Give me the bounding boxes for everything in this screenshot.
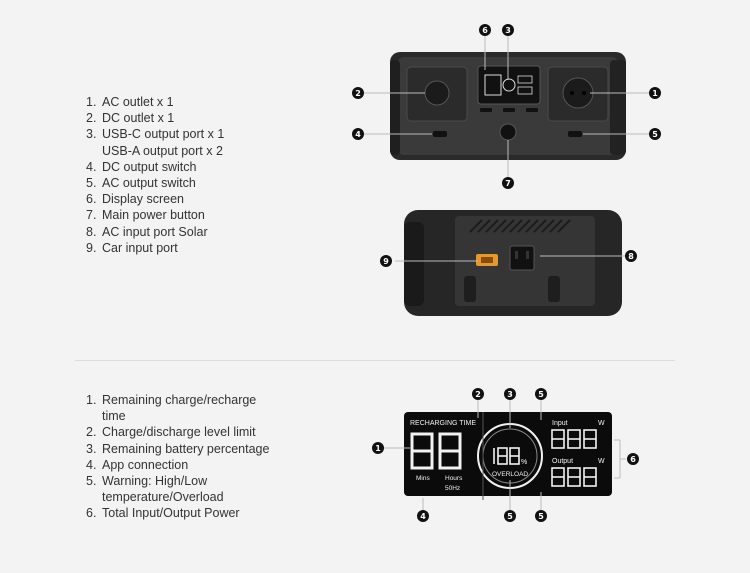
list-item: 9. Car input port [86, 240, 224, 256]
list-item-number: 5. [86, 176, 97, 191]
display-legend-list: 1. Remaining charge/recharge time 2. Charge/… [86, 392, 269, 522]
list-item-number: 8. [86, 224, 97, 239]
list-item-number: 4. [86, 159, 97, 174]
screen-input-w: W [598, 420, 605, 427]
screen-badge-5-bottom: 5 [504, 510, 516, 522]
list-item-text: AC input port Solar [102, 224, 208, 239]
list-item-number: 9. [86, 240, 97, 255]
list-item-text: Main power button [102, 208, 205, 223]
badge-4: 4 [352, 128, 364, 140]
list-item: time [86, 408, 269, 424]
screen-hz: 50Hz [445, 485, 460, 492]
list-item-text: Car input port [102, 240, 178, 255]
badge-7: 7 [502, 177, 514, 189]
list-item: USB-A output port x 2 [86, 143, 224, 159]
list-item-text: DC output switch [102, 159, 197, 174]
screen-overload: OVERLOAD [492, 471, 528, 478]
screen-output-w: W [598, 458, 605, 465]
list-item-text: AC outlet x 1 [102, 95, 174, 109]
list-item-text: DC outlet x 1 [102, 111, 175, 126]
list-item: 1. AC outlet x 1 [86, 94, 224, 110]
list-item-text: Remaining charge/recharge [102, 393, 257, 407]
list-item-number: 1. [86, 95, 97, 109]
list-item: 3. USB-C output port x 1 [86, 126, 224, 142]
product-parts-list: 1. AC outlet x 1 2. DC outlet x 1 3. USB-C ou… [86, 94, 224, 256]
badge-8: 8 [625, 250, 637, 262]
list-item: 7. Main power button [86, 207, 224, 223]
badge-1: 1 [649, 87, 661, 99]
list-item: 2. Charge/discharge level limit [86, 424, 269, 440]
section-divider [75, 360, 675, 361]
list-item: 2. DC outlet x 1 [86, 110, 224, 126]
list-item-text: AC output switch [102, 176, 196, 191]
list-item: 5. Warning: High/Low [86, 473, 269, 489]
list-item-number: 7. [86, 208, 97, 223]
badge-9: 9 [380, 255, 392, 267]
screen-badge-2: 2 [472, 388, 484, 400]
badge-6: 6 [479, 24, 491, 36]
badge-2: 2 [352, 87, 364, 99]
back-view-device [395, 210, 625, 316]
screen-badge-5-top: 5 [535, 388, 547, 400]
screen-percent: % [521, 459, 527, 466]
list-item-text: App connection [102, 457, 189, 472]
screen-input: Input [552, 420, 568, 427]
list-item-text: temperature/Overload [102, 490, 224, 505]
screen-badge-5-right: 5 [535, 510, 547, 522]
list-item-text: Display screen [102, 192, 184, 207]
list-item: 1. Remaining charge/recharge [86, 392, 269, 408]
list-item-text: time [102, 409, 126, 424]
list-item-number: 2. [86, 425, 97, 440]
list-item: 4. DC output switch [86, 159, 224, 175]
screen-badge-3: 3 [504, 388, 516, 400]
list-item: temperature/Overload [86, 489, 269, 505]
badge-3: 3 [502, 24, 514, 36]
list-item-text: USB-A output port x 2 [102, 143, 223, 158]
list-item: 6. Total Input/Output Power [86, 505, 269, 521]
screen-recharging-time: RECHARGING TIME [410, 420, 476, 427]
list-item: 6. Display screen [86, 191, 224, 207]
badge-5: 5 [649, 128, 661, 140]
screen-output: Output [552, 458, 573, 465]
list-item-text: Remaining battery percentage [102, 441, 270, 456]
screen-hours: Hours [445, 475, 463, 482]
display-screen-diagram [384, 400, 626, 510]
screen-badge-1: 1 [372, 442, 384, 454]
list-item-number: 6. [86, 506, 97, 521]
list-item: 5. AC output switch [86, 175, 224, 191]
list-item-text: Warning: High/Low [102, 474, 208, 489]
screen-badge-4: 4 [417, 510, 429, 522]
list-item-text: Total Input/Output Power [102, 506, 240, 521]
list-item-number: 2. [86, 111, 97, 126]
list-item: 8. AC input port Solar [86, 224, 224, 240]
list-item-text: USB-C output port x 1 [102, 127, 225, 142]
list-item-number: 1. [86, 393, 97, 407]
list-item: 3. Remaining battery percentage [86, 441, 269, 457]
screen-mins: Mins [416, 475, 430, 482]
list-item-number: 5. [86, 474, 97, 489]
list-item-number: 3. [86, 441, 97, 456]
list-item-number: 3. [86, 127, 97, 142]
list-item: 4. App connection [86, 457, 269, 473]
screen-badge-6: 6 [627, 453, 639, 465]
list-item-text: Charge/discharge level limit [102, 425, 256, 440]
list-item-number: 6. [86, 192, 97, 207]
front-view-device [364, 36, 649, 178]
list-item-number: 4. [86, 457, 97, 472]
